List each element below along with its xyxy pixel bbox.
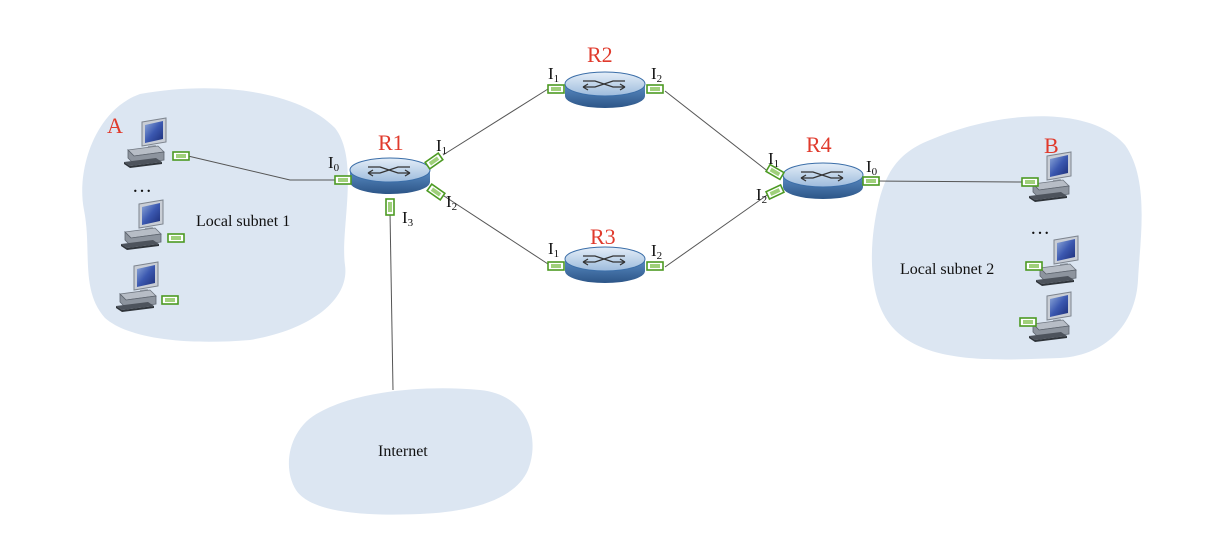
subnet2-computer-port	[1019, 317, 1037, 327]
local-subnet-2-cloud	[871, 116, 1142, 360]
router-r4-icon	[782, 162, 864, 200]
router-r1-icon	[349, 157, 431, 195]
r4-i1-label: I1	[768, 149, 780, 170]
link-a-r1	[187, 155, 338, 181]
link-r1-r2	[442, 88, 549, 156]
subnet2-more-hosts-ellipsis: …	[1030, 217, 1052, 239]
router-r4-label: R4	[806, 132, 832, 157]
r1-i0-label: I0	[328, 153, 340, 174]
r1-i2-label: I2	[446, 192, 458, 213]
link-r3-r4	[664, 192, 771, 268]
local-subnet-1-label: Local subnet 1	[196, 213, 291, 230]
subnet2-computer-port	[1025, 261, 1043, 271]
r2-i2-label: I2	[651, 64, 663, 85]
r2-i1-label: I1	[548, 64, 560, 85]
r1-i2-port	[426, 183, 446, 201]
subnet1-computer-port	[161, 295, 179, 305]
r4-i2-port	[765, 184, 785, 200]
local-subnet-2-label: Local subnet 2	[900, 261, 995, 278]
link-r4-b	[877, 180, 1026, 183]
link-r1-r3	[440, 193, 549, 265]
r1-i3-label: I3	[402, 208, 414, 229]
host-b-port	[1021, 177, 1039, 187]
router-r2-label: R2	[587, 42, 613, 67]
r3-i2-label: I2	[651, 241, 663, 262]
r2-i1-port	[547, 84, 565, 94]
r2-i2-port	[646, 84, 664, 94]
r4-i0-port	[862, 176, 880, 186]
host-a-port	[172, 151, 190, 161]
r3-i2-port	[646, 261, 664, 271]
subnet1-more-hosts-ellipsis: …	[132, 175, 154, 197]
router-r3-icon	[564, 246, 646, 284]
host-b-label: B	[1044, 133, 1059, 158]
r3-i1-label: I1	[548, 239, 560, 260]
internet-cloud	[288, 388, 533, 515]
r1-i1-label: I1	[436, 136, 448, 157]
internet-label: Internet	[378, 443, 428, 460]
r1-i3-port	[385, 198, 395, 216]
r4-i0-label: I0	[866, 157, 878, 178]
links	[187, 88, 1026, 391]
r4-i2-label: I2	[756, 185, 768, 206]
r3-i1-port	[547, 261, 565, 271]
subnet1-computer-port	[167, 233, 185, 243]
host-a-label: A	[107, 113, 123, 138]
link-r2-r4	[664, 90, 771, 174]
router-r1-label: R1	[378, 130, 404, 155]
link-r1-internet	[389, 211, 394, 391]
router-r3-label: R3	[590, 224, 616, 249]
router-r2-icon	[564, 71, 646, 109]
r1-i0-port	[334, 175, 352, 185]
